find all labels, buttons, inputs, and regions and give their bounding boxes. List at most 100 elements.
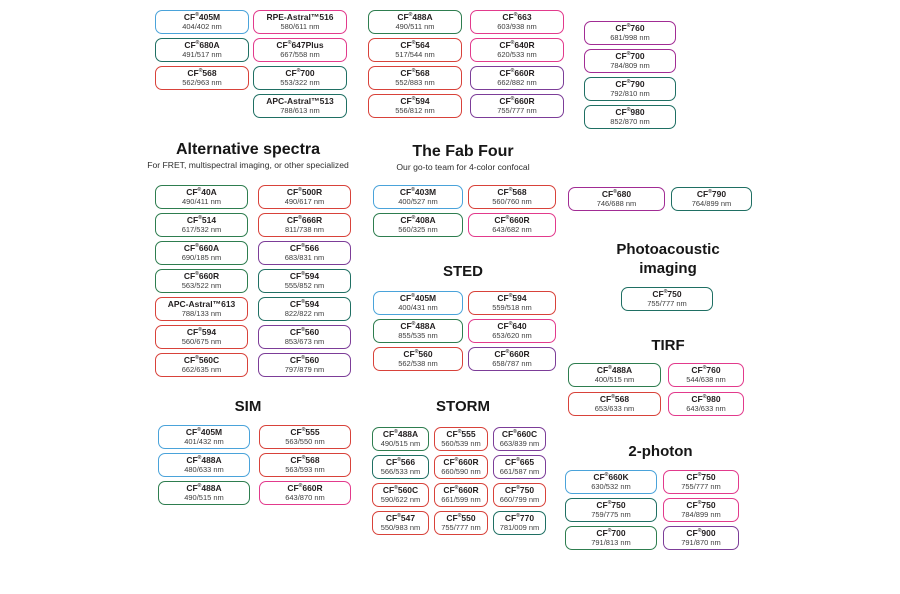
- registered-mark: ®: [608, 365, 612, 372]
- dye-excitation-emission: 661/599 nm: [441, 494, 481, 504]
- registered-mark: ®: [198, 215, 202, 222]
- registered-mark: ®: [414, 349, 419, 356]
- dye-excitation-emission: 555/852 nm: [284, 280, 325, 290]
- dye-excitation-emission: 811/738 nm: [284, 224, 325, 234]
- registered-mark: ®: [513, 429, 517, 436]
- dye-excitation-emission: 562/538 nm: [398, 358, 438, 368]
- dye-name: CF®770: [504, 513, 535, 524]
- registered-mark: ®: [298, 215, 302, 222]
- dye-name: CF®488A: [596, 365, 633, 376]
- dye-name: CF®760: [615, 23, 645, 34]
- dye-name: CF®405M: [183, 12, 221, 23]
- dye-excitation-emission: 853/673 nm: [284, 336, 325, 346]
- dye-excitation-emission: 658/787 nm: [492, 358, 532, 368]
- dye-excitation-emission: 563/522 nm: [181, 280, 222, 290]
- registered-mark: ®: [510, 68, 515, 75]
- section-header-storm: STORM: [368, 398, 558, 415]
- registered-mark: ®: [197, 455, 202, 462]
- dye-name: CF®408A: [400, 215, 436, 226]
- dye-name: CF®560C: [183, 355, 220, 366]
- dye-name: CF®547: [385, 513, 416, 524]
- dye-excitation-emission: 855/535 nm: [398, 330, 438, 340]
- dye-name: CF®980: [615, 107, 645, 118]
- dye-excitation-emission: 630/532 nm: [591, 481, 631, 491]
- registered-mark: ®: [626, 79, 631, 86]
- registered-mark: ®: [195, 243, 199, 250]
- dye-name: CF®660A: [183, 243, 220, 254]
- dye-name: CF®568: [187, 68, 217, 79]
- dye-name: CF®760: [691, 365, 721, 376]
- dye-name: CF®560C: [382, 485, 419, 496]
- dye-name: CF®660R: [183, 271, 220, 282]
- dye-name: CF®680A: [184, 40, 220, 51]
- dye-name: CF®405M: [185, 427, 223, 438]
- dye-name: CF®566: [385, 457, 416, 468]
- dye-excitation-emission: 791/870 nm: [681, 537, 721, 547]
- dye-excitation-emission: 661/587 nm: [499, 466, 540, 476]
- dye-excitation-emission: 663/839 nm: [499, 438, 540, 448]
- dye-name: CF®660K: [593, 472, 629, 483]
- dye-excitation-emission: 400/527 nm: [398, 196, 438, 206]
- dye-name: CF®660R: [494, 349, 530, 360]
- dye-excitation-emission: 755/777 nm: [441, 522, 481, 532]
- dye-excitation-emission: 822/822 nm: [284, 308, 325, 318]
- dye-name: CF®555: [290, 427, 320, 438]
- dye-excitation-emission: 643/633 nm: [686, 403, 726, 413]
- dye-excitation-emission: 566/533 nm: [380, 466, 421, 476]
- dye-excitation-emission: 400/515 nm: [594, 374, 635, 384]
- dye-name: CF®560: [289, 327, 320, 338]
- registered-mark: ®: [611, 394, 615, 401]
- dye-excitation-emission: 755/777 nm: [681, 481, 721, 491]
- registered-mark: ®: [298, 187, 302, 194]
- registered-mark: ®: [195, 271, 199, 278]
- dye-name: CF®514: [186, 215, 217, 226]
- registered-mark: ®: [411, 68, 416, 75]
- dye-name: CF®700: [615, 51, 645, 62]
- dye-excitation-emission: 662/635 nm: [181, 364, 222, 374]
- dye-excitation-emission: 490/515 nm: [380, 438, 421, 448]
- section-header-alternative-spectra: Alternative spectra For FRET, multispect…: [128, 141, 368, 170]
- dye-name: CF®594: [289, 271, 320, 282]
- registered-mark: ®: [198, 327, 202, 334]
- dye-name: CF®560: [403, 349, 433, 360]
- dye-name: CF®660R: [443, 485, 479, 496]
- dye-name: CF®790: [615, 79, 645, 90]
- dye-name: CF®750: [686, 472, 716, 483]
- registered-mark: ®: [298, 483, 303, 490]
- dye-name: CF®660R: [499, 68, 535, 79]
- dye-excitation-emission: 490/515 nm: [184, 492, 224, 502]
- dye-excitation-emission: 755/777 nm: [647, 298, 687, 308]
- registered-mark: ®: [663, 289, 668, 296]
- section-subtitle: For FRET, multispectral imaging, or othe…: [147, 160, 349, 170]
- registered-mark: ®: [197, 483, 202, 490]
- dye-name: CF®566: [289, 243, 320, 254]
- registered-mark: ®: [411, 40, 416, 47]
- registered-mark: ®: [702, 365, 707, 372]
- registered-mark: ®: [195, 355, 199, 362]
- registered-mark: ®: [195, 40, 200, 47]
- section-title: SIM: [234, 398, 262, 415]
- dye-excitation-emission: 556/812 nm: [395, 105, 435, 115]
- dye-excitation-emission: 759/775 nm: [591, 509, 631, 519]
- registered-mark: ®: [301, 455, 306, 462]
- section-header-two-photon: 2-photon: [578, 443, 743, 460]
